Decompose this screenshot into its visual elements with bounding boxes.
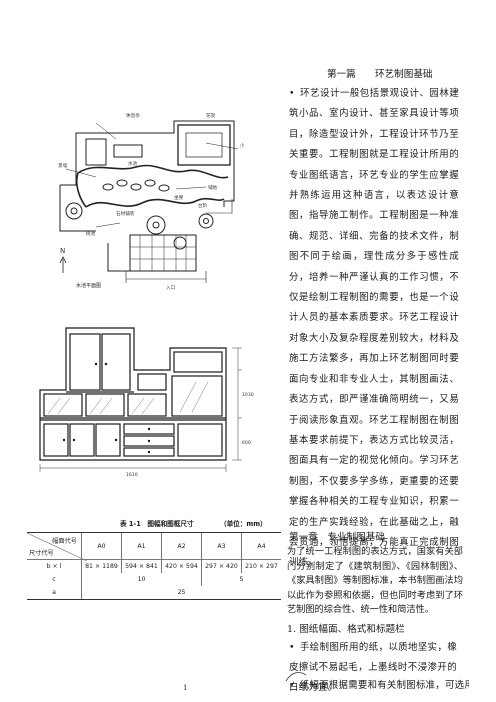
plan-label-pavilion: 休息亭 [126,112,140,119]
chapter-paragraph: 为了统一工程制图的表达方式，国家有关部门分别制定了《建筑制图》、《园林制图》、《… [287,546,463,616]
cell: 25 [81,586,281,600]
page-title: 第一篇 环艺制图基础 [327,69,433,80]
cell: 420 × 594 [161,559,202,573]
north-arrow-label: N [60,247,65,255]
plan-label-paving: 铺地 [208,184,218,191]
plan-label-pergola: 花架 [206,112,216,119]
table-row: c 10 5 [27,573,281,586]
page-number: 1 [183,684,188,692]
cabinet-elevation-drawing: 1610 1030 600 [39,327,254,478]
row-label: a [27,586,82,600]
plan-label-pond: 水池 [128,160,138,167]
column-a0: A0 [81,532,122,560]
column-a2: A2 [161,532,202,560]
cabinet-base-dimension: 600 [242,440,251,446]
intro-paragraph: 环艺设计一般包括景观设计、园林建筑小品、室内设计、甚至家具设计等项目，除造型设计… [289,84,459,574]
section-bullet-2: 纸幅面根据需要和有关制图标准，可选用大 [289,676,469,696]
column-a3: A3 [201,532,242,560]
cell: 594 × 841 [121,559,162,573]
site-plan-caption: 水池平面图 [76,283,102,289]
margin-mark-icon [285,672,307,682]
paper-size-table: 幅面代号 尺寸代号 A0 A1 A2 A3 A4 b × l 81 × 1189… [27,532,281,600]
row-label: c [52,576,56,583]
plan-label-tree-pit: 树池 [86,230,96,237]
cabinet-height-dimension: 1030 [242,392,254,398]
plan-label-wall: 景墙 [58,162,68,169]
plan-label-feature: 小品 [240,142,244,149]
column-a4: A4 [241,532,281,560]
cabinet-width-dimension: 1610 [126,472,138,478]
cell: 210 × 297 [241,559,281,573]
north-arrow-icon [59,256,67,273]
row-label: b × l [46,563,62,570]
table-title: 表 1-1 图幅和图框尺寸 [120,520,194,528]
table-row: b × l 81 × 1189 594 × 841 420 × 594 297 … [27,559,281,573]
table-corner-header: 幅面代号 尺寸代号 [27,532,87,561]
header-dimension-code: 尺寸代号 [29,550,54,557]
cell: 297 × 420 [201,559,242,573]
plan-label-entrance: 入口 [166,285,176,291]
plan-label-stone: 石材铺装 [116,210,135,217]
header-size-code: 幅面代号 [52,538,77,545]
plan-label-bench: 坐凳 [174,194,184,201]
table-row: a 25 [27,586,281,600]
plan-label-steps: 台阶 [198,202,208,209]
chapter-heading: 第一章 专业制图基础 [289,532,385,543]
site-plan-drawing: 休息亭 水池 景墙 花架 铺地 石材铺装 台阶 小品 树池 入口 坐凳 N [58,112,244,291]
cell: 81 × 1189 [81,559,122,573]
cell: 10 [81,573,202,586]
cell: 5 [201,573,281,586]
column-a1: A1 [121,532,162,560]
section-heading: 1. 图纸幅面、格式和标题栏 [287,624,405,635]
table-unit: （单位：mm） [220,520,267,528]
